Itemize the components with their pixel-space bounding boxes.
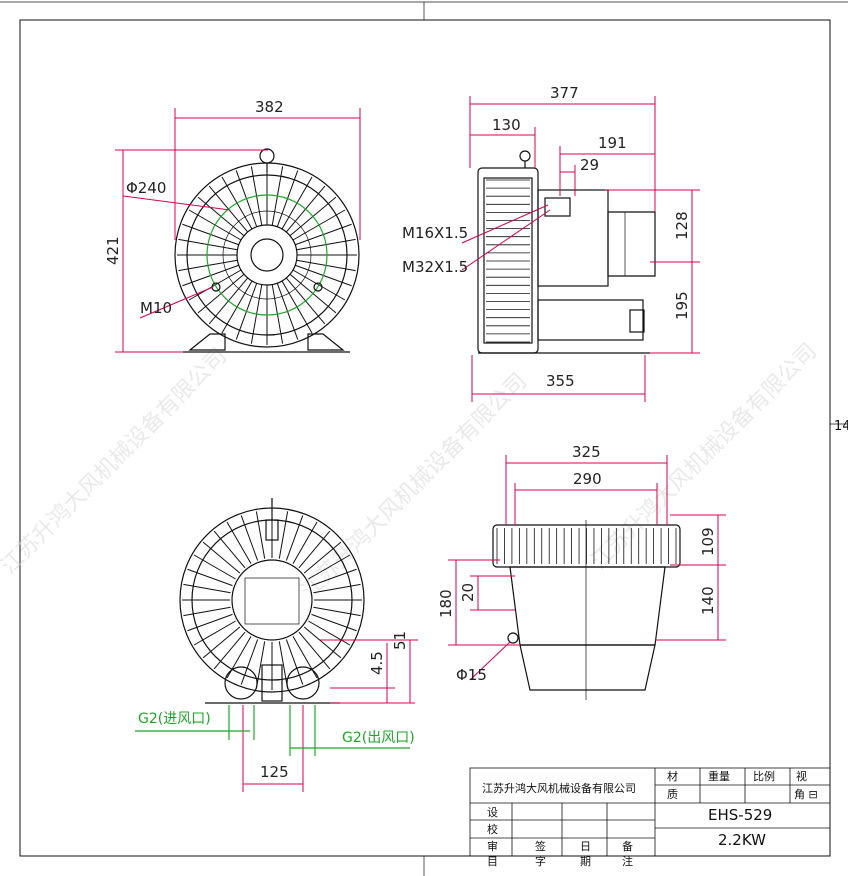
company-name: 江苏升鸿大风机械设备有限公司 <box>482 781 636 795</box>
watermark-1: 江苏升鸿大风机械设备有限公司 <box>0 344 232 579</box>
bottom-label-6: 字 <box>535 854 546 868</box>
sheet-border <box>19 19 831 857</box>
label-hole-15: Φ15 <box>456 666 487 684</box>
title-block: 江苏升鸿大风机械设备有限公司 材 质 重量 比例 视 角 ⊟ 设 校 审 签 日… <box>469 767 831 868</box>
dim-377: 377 <box>550 84 579 102</box>
edge-mark: 14 <box>834 419 848 434</box>
bottom-label-8: 注 <box>622 854 633 868</box>
port-annotations: G2(进风口) G2(出风口) <box>135 705 415 756</box>
front-dimensions: 382 Φ240 421 M10 <box>104 98 361 353</box>
col-weight: 重量 <box>708 769 730 783</box>
dim-29: 29 <box>580 156 599 174</box>
model-number: EHS-529 <box>708 806 772 824</box>
label-outlet: G2(出风口) <box>342 730 415 746</box>
dim-125: 125 <box>260 763 289 781</box>
watermark-2: 江苏升鸿大风机械设备有限公司 <box>297 369 532 604</box>
dim-20: 20 <box>459 583 477 602</box>
col-view: 视 <box>796 769 807 783</box>
dim-325: 325 <box>572 443 601 461</box>
top-view <box>492 520 681 700</box>
dim-51: 51 <box>391 631 409 650</box>
bottom-label-5: 目 <box>487 855 498 868</box>
col-material-2: 质 <box>667 788 678 801</box>
row-check: 校 <box>487 822 498 836</box>
dim-diameter-240: Φ240 <box>126 179 166 197</box>
dim-382: 382 <box>255 98 284 116</box>
rear-dimensions: 4.5 51 125 <box>242 631 418 792</box>
label-m16: M16X1.5 <box>402 224 468 242</box>
bottom-label-3: 日 <box>580 840 591 853</box>
rear-view <box>179 498 365 704</box>
side-dimensions: 377 130 191 29 M16X1.5 M32X1.5 128 195 3… <box>402 84 700 402</box>
front-view <box>174 148 360 353</box>
dim-355: 355 <box>546 372 575 390</box>
bottom-label-2: 签 <box>535 839 546 853</box>
row-review: 审 <box>487 839 498 853</box>
dim-290: 290 <box>573 470 602 488</box>
view-symbol: 角 ⊟ <box>794 788 818 801</box>
motor-power: 2.2KW <box>718 831 766 849</box>
bottom-label-4: 备 <box>622 839 633 853</box>
dim-140: 140 <box>699 586 717 615</box>
dim-128: 128 <box>673 211 691 240</box>
dim-109: 109 <box>699 527 717 556</box>
row-design: 设 <box>487 806 498 819</box>
label-m10: M10 <box>140 299 172 317</box>
bottom-label-7: 期 <box>580 855 591 868</box>
col-scale: 比例 <box>753 769 775 783</box>
label-m32: M32X1.5 <box>402 258 468 276</box>
dim-421: 421 <box>104 236 122 265</box>
label-inlet: G2(进风口) <box>138 711 211 727</box>
dim-195: 195 <box>673 291 691 320</box>
col-material: 材 <box>667 769 678 783</box>
dim-130: 130 <box>492 116 521 134</box>
side-view <box>477 150 656 354</box>
dim-4-5: 4.5 <box>368 651 386 675</box>
dim-180: 180 <box>437 589 455 618</box>
dim-191: 191 <box>598 134 627 152</box>
top-dimensions: 325 290 180 20 Φ15 109 140 <box>437 443 726 684</box>
